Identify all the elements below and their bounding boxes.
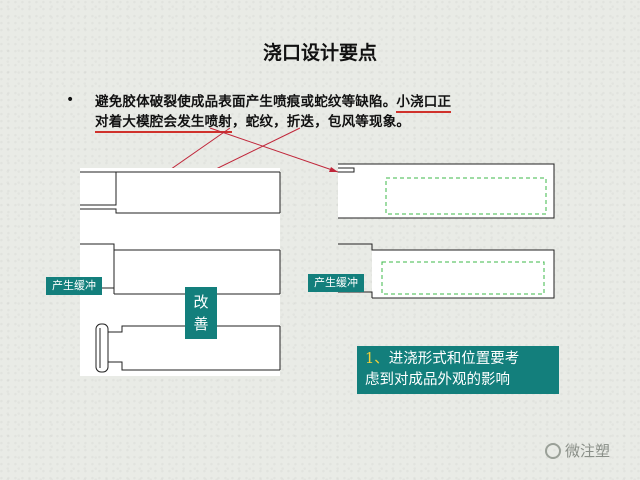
improve-char-2: 善 <box>193 315 209 333</box>
bullet-marker: • <box>66 92 75 108</box>
note-text-2: 虑到对成品外观的影响 <box>365 372 510 388</box>
bullet-text-2b: ，蛇纹，折迭，包风等现象。 <box>232 114 411 130</box>
right-mold-top <box>338 163 555 219</box>
arrowhead-3 <box>329 167 338 172</box>
arrow-3 <box>209 127 339 173</box>
note-number: 1、 <box>365 351 389 367</box>
right-buffer-label: 产生缓冲 <box>308 274 364 292</box>
watermark: 微注塑 <box>545 440 610 461</box>
note-box: 1、进浇形式和位置要考 虑到对成品外观的影响 <box>357 346 559 394</box>
left-mold-top <box>80 168 281 376</box>
improve-char-1: 改 <box>193 293 209 311</box>
left-buffer-label: 产生缓冲 <box>46 277 102 295</box>
page-title: 浇口设计要点 <box>262 42 377 64</box>
note-text-1: 进浇形式和位置要考 <box>388 351 520 367</box>
bullet-line-1: 避免胶体破裂使成品表面产生喷痕或蛇纹等缺陷。小浇口正 <box>95 90 452 113</box>
wechat-icon <box>545 442 561 459</box>
improve-badge: 改 善 <box>185 287 217 339</box>
bullet-text-1b: 小浇口正 <box>396 94 452 113</box>
note-line-1: 1、进浇形式和位置要考 <box>365 349 559 370</box>
watermark-text: 微注塑 <box>565 442 611 460</box>
bullet-text-1a: 避免胶体破裂使成品表面产生喷痕或蛇纹等缺陷。 <box>95 94 397 110</box>
bullet-text-2a: 对着大模腔会发生喷射 <box>95 114 232 133</box>
left-mold-bottom <box>95 323 281 373</box>
bullet-line-2: 对着大模腔会发生喷射，蛇纹，折迭，包风等现象。 <box>95 110 411 133</box>
right-mold-bottom <box>338 243 555 299</box>
